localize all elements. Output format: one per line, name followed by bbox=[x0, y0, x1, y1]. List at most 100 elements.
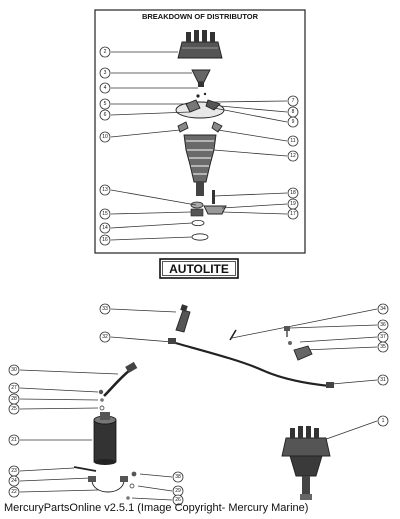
callout-29: 29 bbox=[172, 485, 184, 497]
svg-text:21: 21 bbox=[11, 437, 17, 443]
callout-19: 19 bbox=[287, 198, 299, 210]
svg-text:31: 31 bbox=[380, 377, 386, 383]
callout-36: 36 bbox=[377, 319, 389, 331]
brand-label: AUTOLITE bbox=[169, 262, 229, 276]
svg-text:6: 6 bbox=[104, 112, 107, 118]
svg-text:9: 9 bbox=[292, 119, 295, 125]
svg-text:4: 4 bbox=[104, 85, 107, 91]
flat-washer[interactable] bbox=[99, 405, 105, 411]
callout-22: 22 bbox=[8, 486, 20, 498]
svg-text:35: 35 bbox=[380, 344, 386, 350]
callout-9: 9 bbox=[287, 116, 299, 128]
nut[interactable] bbox=[98, 389, 104, 395]
callout-17: 17 bbox=[287, 208, 299, 220]
callout-26: 26 bbox=[172, 494, 184, 506]
svg-text:8: 8 bbox=[292, 109, 295, 115]
svg-text:32: 32 bbox=[102, 334, 108, 340]
svg-text:2: 2 bbox=[104, 49, 107, 55]
bracket-washer[interactable] bbox=[129, 483, 135, 489]
svg-text:29: 29 bbox=[175, 488, 181, 494]
washer[interactable] bbox=[191, 219, 205, 226]
callout-14: 14 bbox=[99, 222, 111, 234]
screw[interactable] bbox=[284, 326, 290, 337]
callout-6: 6 bbox=[99, 109, 111, 121]
coil-bracket[interactable] bbox=[88, 476, 128, 493]
svg-text:25: 25 bbox=[11, 406, 17, 412]
svg-text:30: 30 bbox=[11, 367, 17, 373]
svg-text:16: 16 bbox=[102, 237, 108, 243]
retainer[interactable] bbox=[288, 341, 292, 345]
callout-38: 38 bbox=[172, 471, 184, 483]
distributor-cap[interactable] bbox=[177, 30, 223, 59]
pin[interactable] bbox=[191, 233, 209, 241]
distributor-housing[interactable] bbox=[183, 134, 217, 196]
callout-32: 32 bbox=[99, 331, 111, 343]
coil-lead[interactable] bbox=[103, 361, 138, 397]
rotor[interactable] bbox=[191, 69, 211, 87]
bracket-nut[interactable] bbox=[131, 471, 137, 477]
svg-text:12: 12 bbox=[290, 153, 296, 159]
callout-25: 25 bbox=[8, 403, 20, 415]
panel-title: BREAKDOWN OF DISTRIBUTOR bbox=[142, 12, 259, 21]
svg-text:15: 15 bbox=[102, 211, 108, 217]
callout-35: 35 bbox=[377, 341, 389, 353]
breaker-plate[interactable] bbox=[175, 92, 225, 119]
svg-text:10: 10 bbox=[102, 134, 108, 140]
copyright-footer: MercuryPartsOnline v2.5.1 (Image Copyrig… bbox=[4, 502, 309, 514]
callout-12: 12 bbox=[287, 150, 299, 162]
callout-27: 27 bbox=[8, 382, 20, 394]
svg-text:26: 26 bbox=[175, 497, 181, 503]
coil-wire-boot[interactable] bbox=[175, 304, 191, 333]
bracket-lock-washer[interactable] bbox=[126, 496, 130, 500]
svg-text:24: 24 bbox=[11, 478, 17, 484]
svg-text:18: 18 bbox=[290, 190, 296, 196]
svg-text:11: 11 bbox=[290, 138, 295, 144]
ignition-wire[interactable] bbox=[171, 340, 331, 388]
bracket-bolt[interactable] bbox=[73, 466, 97, 472]
svg-text:33: 33 bbox=[102, 306, 108, 312]
svg-text:5: 5 bbox=[104, 101, 107, 107]
svg-text:27: 27 bbox=[11, 385, 17, 391]
svg-text:38: 38 bbox=[175, 474, 181, 480]
wire-terminal-left bbox=[168, 338, 176, 344]
callout-1: 1 bbox=[377, 415, 389, 427]
svg-text:22: 22 bbox=[11, 489, 17, 495]
callout-30: 30 bbox=[8, 364, 20, 376]
svg-text:3: 3 bbox=[104, 70, 107, 76]
lock-washer[interactable] bbox=[100, 398, 104, 402]
wire-terminal-right bbox=[326, 382, 334, 388]
svg-text:37: 37 bbox=[380, 334, 386, 340]
callout-11: 11 bbox=[287, 135, 299, 147]
callout-18: 18 bbox=[287, 187, 299, 199]
condenser-clip[interactable] bbox=[293, 345, 313, 361]
callout-7: 7 bbox=[287, 95, 299, 107]
callout-23: 23 bbox=[8, 465, 20, 477]
svg-text:13: 13 bbox=[102, 187, 108, 193]
callout-21: 21 bbox=[8, 434, 20, 446]
svg-text:19: 19 bbox=[290, 201, 296, 207]
callout-5: 5 bbox=[99, 98, 111, 110]
brand-label-box: AUTOLITE bbox=[159, 258, 239, 279]
callout-13: 13 bbox=[99, 184, 111, 196]
callout-15: 15 bbox=[99, 208, 111, 220]
svg-text:1: 1 bbox=[382, 418, 385, 424]
drive-shaft[interactable] bbox=[203, 190, 227, 215]
distributor-assembly[interactable] bbox=[281, 426, 331, 500]
callout-10: 10 bbox=[99, 131, 111, 143]
callout-28: 28 bbox=[8, 393, 20, 405]
callout-8: 8 bbox=[287, 106, 299, 118]
callout-4: 4 bbox=[99, 82, 111, 94]
callout-31: 31 bbox=[377, 374, 389, 386]
lower-leader-lines bbox=[19, 308, 378, 501]
points-clip[interactable] bbox=[177, 121, 223, 133]
callout-3: 3 bbox=[99, 67, 111, 79]
ignition-coil[interactable] bbox=[93, 412, 117, 465]
drive-gear[interactable] bbox=[190, 201, 204, 217]
terminal-pin[interactable] bbox=[229, 329, 237, 341]
upper-leader-lines bbox=[110, 51, 288, 241]
callout-2: 2 bbox=[99, 46, 111, 58]
svg-text:17: 17 bbox=[290, 211, 296, 217]
callout-16: 16 bbox=[99, 234, 111, 246]
svg-text:23: 23 bbox=[11, 468, 17, 474]
